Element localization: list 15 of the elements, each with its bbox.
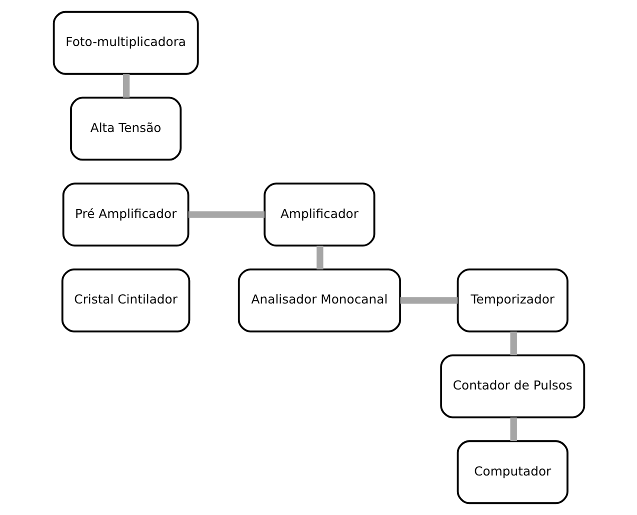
node-box: Alta Tensão: [70, 96, 182, 161]
connector: [188, 211, 264, 218]
node-box: Contador de Pulsos: [440, 354, 585, 418]
node-box: Amplificador: [263, 182, 375, 247]
node-box: Foto-multiplicadora: [52, 10, 198, 75]
node-box: Temporizador: [456, 268, 568, 332]
node-box: Pré Amplificador: [62, 182, 189, 247]
node-box: Computador: [456, 440, 568, 504]
connector: [400, 297, 458, 304]
node-box: Cristal Cintilador: [60, 268, 190, 332]
node-box: Analisador Monocanal: [237, 268, 401, 332]
connector: [510, 418, 516, 442]
connector: [510, 332, 516, 356]
connector: [122, 74, 130, 98]
connector: [316, 246, 323, 270]
